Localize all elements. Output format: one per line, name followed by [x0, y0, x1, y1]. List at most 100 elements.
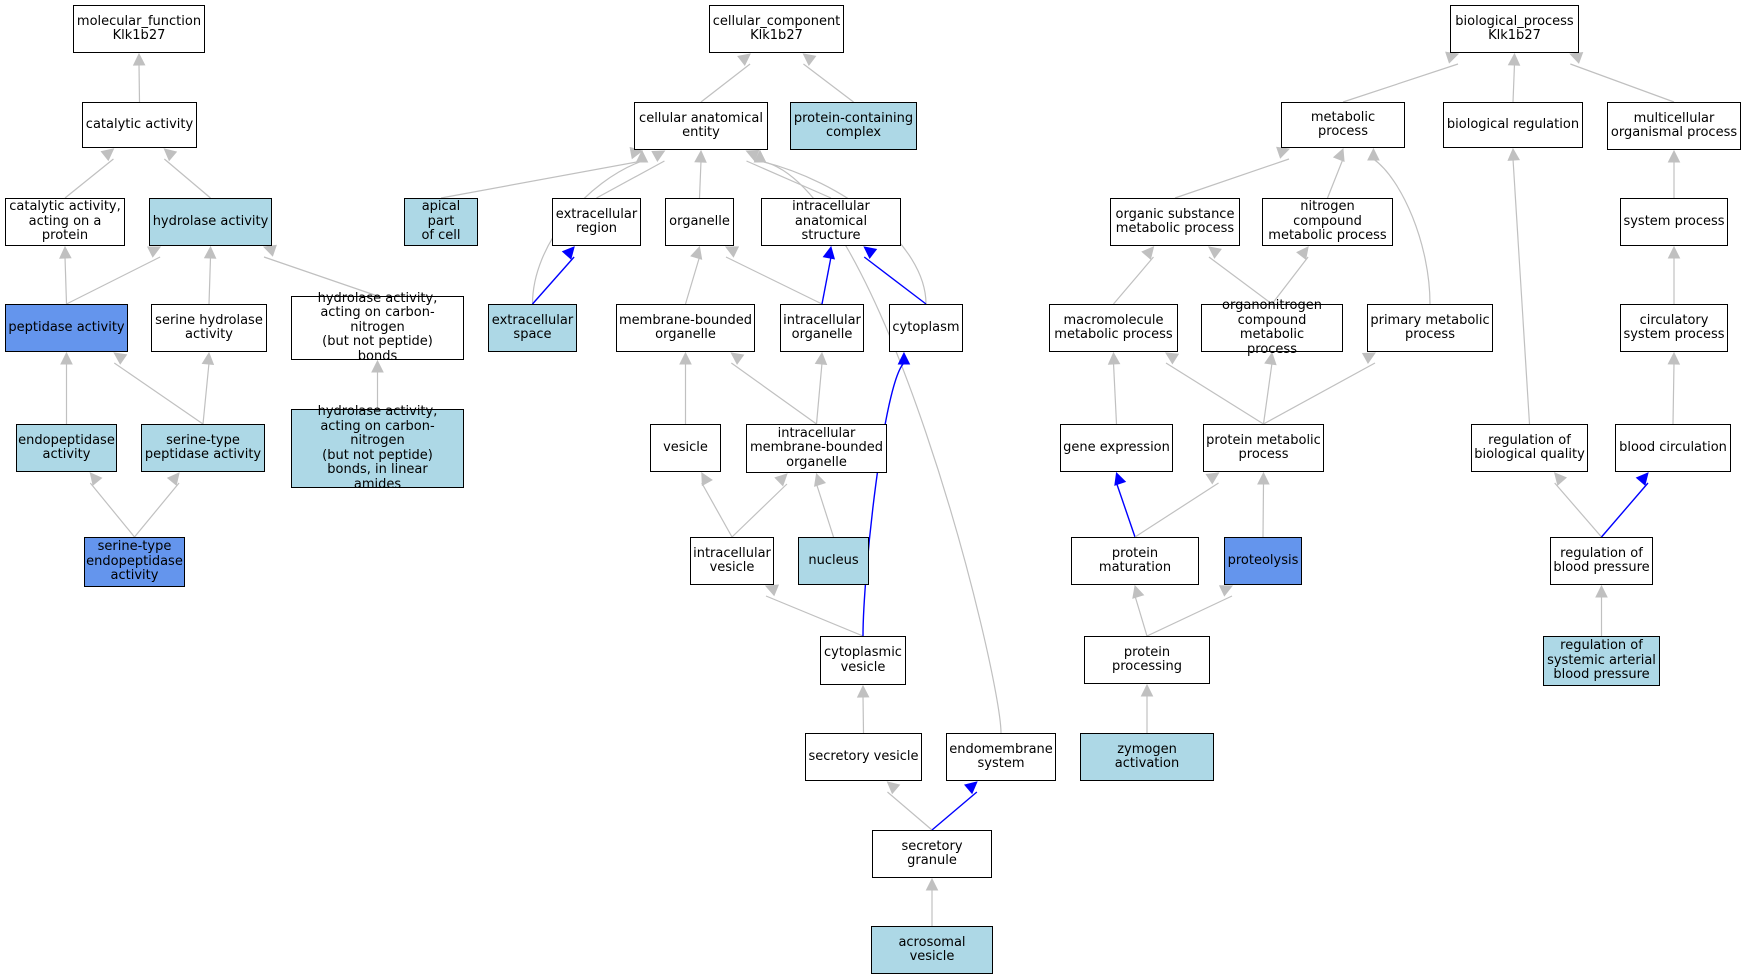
edge-cae-to-cc_root [700, 63, 751, 103]
arrowhead-imbo-to-io [814, 351, 828, 366]
edge-regbp-to-regbq [1554, 482, 1602, 538]
edge-bioreg-to-bp_root [1512, 63, 1516, 103]
arrowhead-protproc-to-protmat [1132, 584, 1145, 599]
node-cytoplasmic-vesicle: cytoplasmic vesicle [820, 636, 906, 685]
arrowhead-nucleus-to-imbo [814, 472, 827, 487]
edge-osm-to-metab [1174, 158, 1290, 199]
node-biological-process-root: biological_process Klk1b27 [1450, 5, 1579, 53]
arrowhead-imbo-to-mbo [730, 352, 745, 365]
node-blood-circulation: blood circulation [1615, 424, 1731, 472]
arrowhead-hyd_cn-to-hydro [262, 244, 277, 257]
arrowhead-macro-to-osm [1141, 246, 1155, 260]
arrowhead-ser_pep-to-ser_hyd [201, 351, 215, 366]
node-hydrolase-activity-linear-amides: hydrolase activity, acting on carbon-nit… [291, 404, 464, 491]
edge-ext_reg-to-cae [596, 160, 665, 199]
arrowhead-regbq-to-bioreg [1507, 147, 1521, 161]
edge-imbo-to-mbo [731, 362, 817, 425]
node-metabolic-process: metabolic process [1281, 102, 1405, 148]
arrowhead-cyto-to-ias [863, 246, 878, 259]
node-organonitrogen-compound-metabolic-process: organonitrogen compound metabolic proces… [1201, 298, 1343, 356]
arrowhead-ser_endo-to-endopep [89, 472, 103, 486]
node-primary-metabolic-process: primary metabolic process [1367, 304, 1493, 352]
edge-multi-to-bp_root [1570, 63, 1675, 103]
edge-pept-to-cat_prot [64, 256, 68, 305]
arrowhead-zymo-to-protproc [1140, 683, 1154, 697]
node-regulation-of-systemic-arterial-blood-pressure: regulation of systemic arterial blood pr… [1543, 636, 1660, 686]
node-endomembrane-system: endomembrane system [946, 733, 1056, 781]
arrowhead-ser_hyd-to-hydro [203, 245, 217, 259]
edge-cvesicle-to-cyto [862, 362, 905, 637]
arrowhead-ivesicle-to-vesicle [701, 472, 713, 487]
arrowhead-pcc-to-cc_root [802, 53, 817, 66]
arrowhead-ncm-to-metab [1332, 147, 1345, 163]
edge-protmet-to-macro [1165, 362, 1264, 425]
arrowhead-proteo-to-protmet [1257, 471, 1270, 485]
edge-ser_pep-to-pept [113, 362, 204, 425]
edge-oncm-to-osm [1208, 256, 1273, 305]
arrowhead-pept-to-cat_prot [59, 245, 72, 259]
edge-bloodc-to-circ [1672, 362, 1675, 425]
arrowhead-bioreg-to-bp_root [1507, 52, 1521, 66]
edge-macro-to-osm [1113, 256, 1154, 305]
arrowhead-ext_sp-to-ext_reg [561, 246, 575, 260]
arrowhead-io-to-ias [822, 245, 836, 260]
edge-protmet-to-pmp [1263, 362, 1376, 425]
arrowhead-mbo-to-organelle [690, 245, 703, 260]
arrowhead-protmet-to-macro [1165, 352, 1180, 365]
arrowhead-io-to-organelle [724, 246, 740, 258]
node-protein-processing: protein processing [1084, 636, 1210, 684]
node-molecular-function-root: molecular_function Klk1b27 [73, 5, 205, 53]
arrowhead-secgran-to-secves [886, 781, 901, 795]
arrowhead-vesicle-to-mbo [679, 351, 692, 365]
arrowhead-geneexp-to-macro [1107, 351, 1121, 365]
node-cytoplasm: cytoplasm [889, 304, 963, 352]
edge-pept-to-hydro [66, 256, 161, 305]
arrowhead-pept-to-hydro [146, 246, 162, 258]
arrowhead-hydro-to-cat_act [163, 148, 178, 162]
edge-imbo-to-io [815, 362, 823, 425]
arrowhead-regbp-to-regbq [1553, 472, 1567, 486]
arrowhead-ext_reg-to-cae [651, 150, 666, 163]
arrowhead-circ-to-syspro [1667, 245, 1681, 259]
node-hydrolase-activity: hydrolase activity [149, 198, 272, 246]
edge-hydro-to-cat_act [163, 158, 211, 199]
arrowhead-ser_pep-to-pept [113, 352, 128, 365]
arrowhead-endo-to-cae [753, 149, 767, 163]
node-protein-maturation: protein maturation [1071, 537, 1199, 585]
arrowhead-endopep-to-pept [60, 351, 73, 365]
node-secretory-vesicle: secretory vesicle [805, 733, 922, 781]
node-membrane-bounded-organelle: membrane-bounded organelle [616, 304, 755, 352]
arrowhead-bloodc-to-circ [1667, 351, 1681, 365]
edge-protproc-to-protmat [1134, 595, 1148, 637]
arrowhead-cat_act-to-mf_root [132, 52, 146, 66]
node-gene-expression: gene expression [1060, 424, 1173, 472]
arrowhead-regbp-to-bloodc [1635, 472, 1649, 486]
edge-cyto-to-ias [863, 256, 927, 305]
node-vesicle: vesicle [650, 424, 721, 472]
arrowhead-regsab-to-regbp [1595, 584, 1608, 598]
edge-metab-to-bp_root [1342, 63, 1459, 103]
arrowhead-cvesicle-to-ivesicle [764, 584, 780, 597]
arrowhead-organelle-to-cae [694, 149, 707, 163]
edge-ncm-to-metab [1326, 158, 1344, 199]
edge-cvesicle-to-ivesicle [765, 595, 864, 637]
edge-ser_endo-to-ser_pep [134, 482, 180, 538]
edge-io-to-organelle [725, 256, 823, 305]
arrowhead-protmat-to-geneexp [1114, 471, 1127, 486]
arrowhead-ser_endo-to-ser_pep [166, 472, 180, 486]
edge-protmat-to-geneexp [1115, 482, 1136, 538]
edge-apical-to-cae [440, 160, 643, 199]
node-organic-substance-metabolic-process: organic substance metabolic process [1110, 198, 1240, 246]
arrowhead-protproc-to-proteo [1218, 585, 1234, 597]
arrowhead-acro-to-secgran [925, 877, 939, 891]
node-hydrolase-activity-carbon-nitrogen: hydrolase activity, acting on carbon-nit… [291, 291, 464, 364]
edge-organelle-to-cae [698, 160, 702, 199]
node-biological-regulation: biological regulation [1443, 102, 1583, 148]
edge-ias-to-cae [746, 160, 832, 199]
arrowhead-cae-to-cc_root [737, 53, 751, 67]
edge-secgran-to-secves [887, 791, 933, 831]
node-cellular-anatomical-entity: cellular anatomical entity [634, 102, 768, 150]
node-serine-type-endopeptidase-activity: serine-type endopeptidase activity [84, 537, 185, 587]
node-secretory-granule: secretory granule [872, 830, 992, 878]
